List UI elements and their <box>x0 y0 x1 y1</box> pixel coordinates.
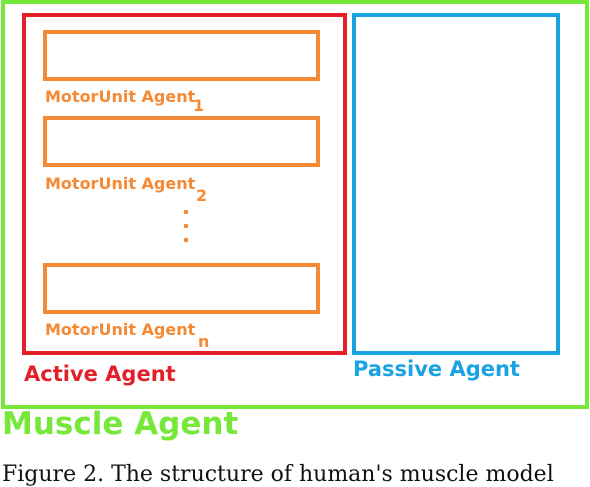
ellipsis-dot <box>184 210 188 214</box>
muscle-agent-label: Muscle Agent <box>2 406 239 442</box>
motor-unit-agent-n-subscript: n <box>198 332 210 351</box>
motor-unit-agent-1-box <box>43 30 320 81</box>
motor-unit-agent-n-label: MotorUnit Agent <box>45 320 196 339</box>
active-agent-label: Active Agent <box>24 362 176 386</box>
active-agent-box <box>22 13 347 355</box>
ellipsis-dot <box>184 238 188 242</box>
ellipsis-dot <box>184 224 188 228</box>
motor-unit-agent-1-label: MotorUnit Agent <box>45 87 196 106</box>
motor-unit-agent-1-subscript: 1 <box>193 96 205 115</box>
figure-caption: Figure 2. The structure of human's muscl… <box>2 462 554 487</box>
muscle-agent-box <box>1 0 589 409</box>
passive-agent-box <box>352 13 560 355</box>
motor-unit-agent-2-box <box>43 116 320 167</box>
passive-agent-label: Passive Agent <box>353 357 520 381</box>
motor-unit-agent-n-box <box>43 263 320 314</box>
motor-unit-agent-2-subscript: 2 <box>196 186 208 205</box>
motor-unit-agent-2-label: MotorUnit Agent <box>45 174 196 193</box>
